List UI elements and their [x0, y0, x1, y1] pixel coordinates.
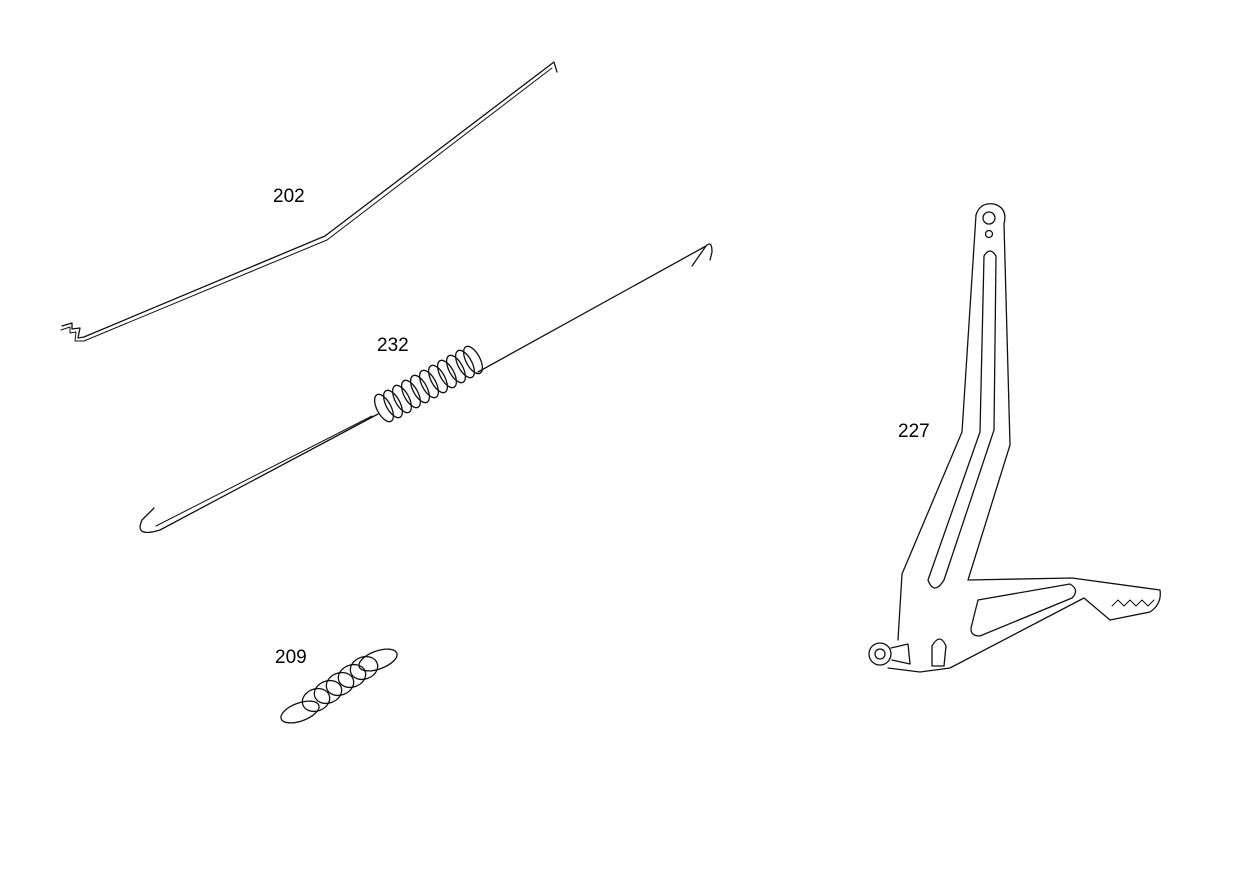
callout-227: 227 [898, 421, 930, 442]
callout-232: 232 [377, 335, 409, 356]
wire-rod-202 [60, 61, 558, 342]
coil-spring-209 [280, 648, 398, 724]
spring-rod-232 [139, 243, 713, 534]
coil-spring [373, 345, 484, 423]
callout-202: 202 [273, 186, 305, 207]
callout-209: 209 [275, 647, 307, 668]
lever-227 [868, 203, 1161, 673]
